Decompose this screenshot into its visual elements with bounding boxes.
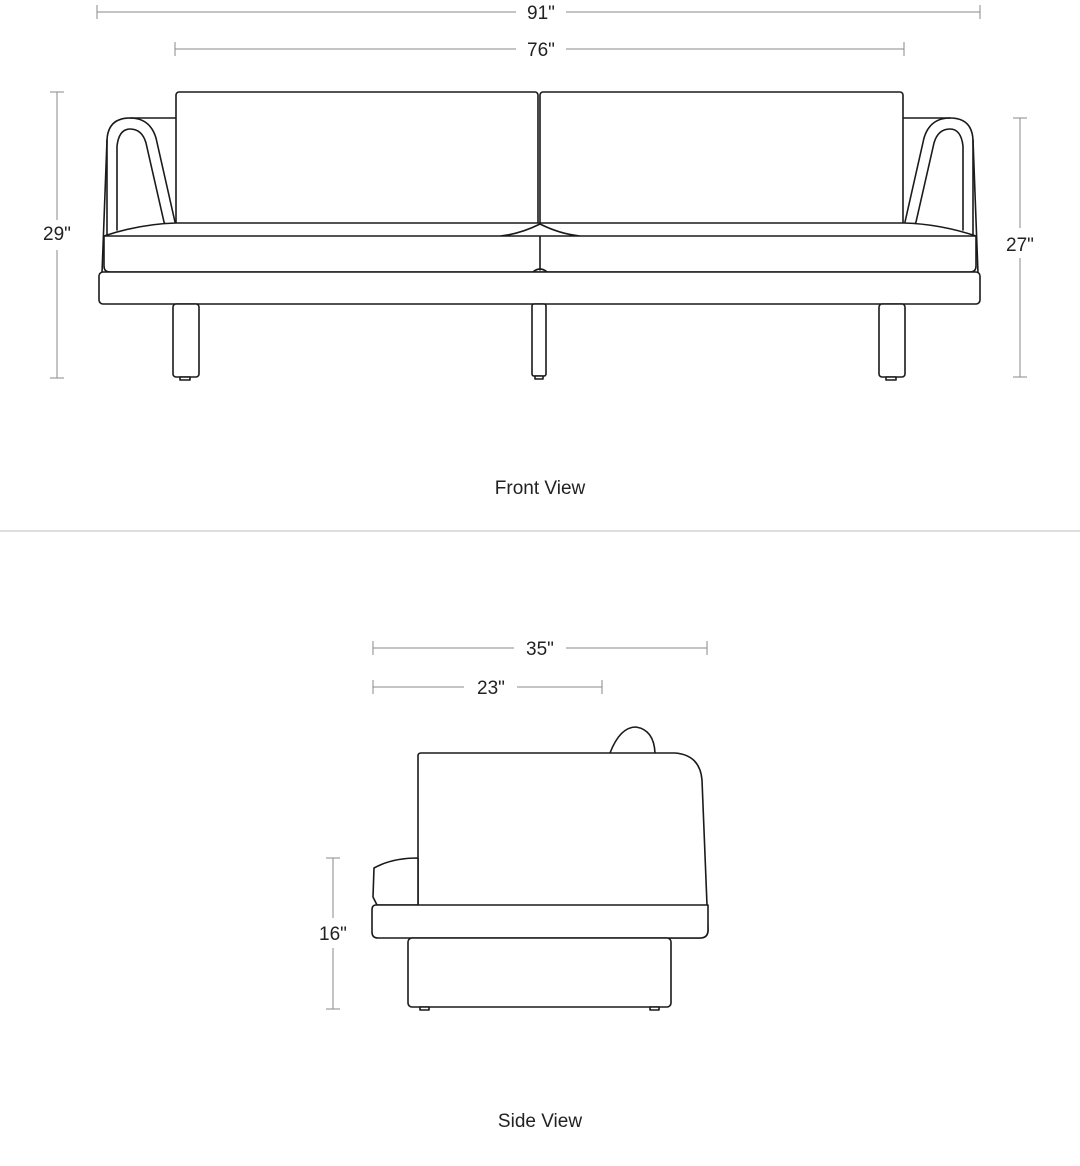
dimension-label: 23" [477,678,505,699]
back-cushion-left [175,91,539,226]
dimension-seat-height: 16" [319,857,347,1010]
side-view-drawing [371,726,709,1011]
seat-deck-side [371,904,709,939]
back-cushion-right [539,91,904,226]
dimension-inner-width: 76" [174,40,905,61]
dimension-overall-depth: 35" [372,639,708,660]
dimension-arm-height: 27" [1006,117,1034,378]
leg-left [172,303,200,378]
dimension-label: 29" [43,224,71,245]
front-view-drawing [98,91,981,381]
dimension-overall-height: 29" [43,91,71,379]
dimension-label: 27" [1006,235,1034,256]
dimension-label: 35" [526,639,554,660]
front-view-caption: Front View [495,478,586,499]
leg-center [531,303,547,377]
leg-right [878,303,906,378]
side-view-caption: Side View [498,1111,582,1132]
sofa-base [98,271,981,305]
dimension-label: 91" [527,3,555,24]
dimension-overall-width: 91" [96,3,981,24]
seat-cushion-side [372,857,419,906]
side-base [407,937,672,1008]
back-pillow [609,726,656,754]
dimension-label: 76" [527,40,555,61]
dimension-label: 16" [319,924,347,945]
dimension-seat-depth: 23" [372,678,603,699]
